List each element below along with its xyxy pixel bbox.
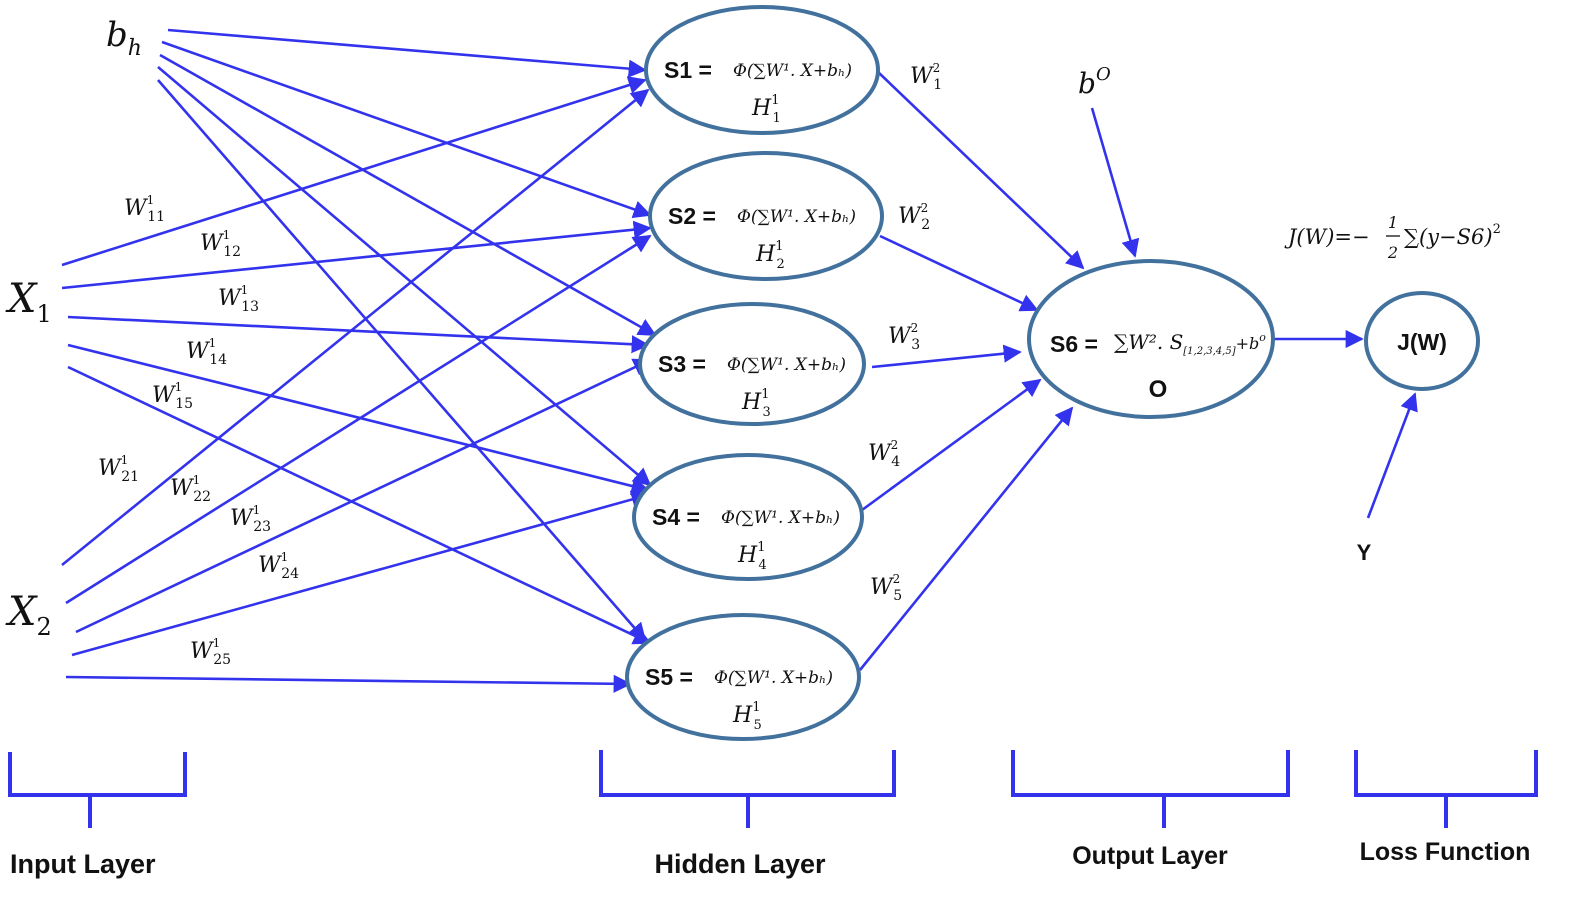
layer-brackets (8, 750, 1538, 828)
edge-x2-s5 (65, 674, 632, 693)
hidden-node-label: S4 = (652, 504, 700, 530)
loss-formula-rhs: ∑(y−S6)2 (1404, 222, 1501, 249)
target-y-label: Y (1357, 540, 1372, 565)
bracket-output (1011, 750, 1290, 828)
edge-x1-s2 (61, 220, 652, 290)
layer-label-output: Output Layer (1072, 842, 1228, 870)
x2-edges (61, 88, 652, 693)
loss-formula-lhs: J(W)=− (1284, 225, 1370, 249)
hidden-node-formula: Φ(∑W¹. X+bₕ) (727, 355, 846, 375)
output-bias-label: bO (1078, 64, 1111, 100)
edge-bh-s2 (161, 40, 652, 219)
input-x2-label: X2 (5, 589, 52, 641)
edge-s4-s6 (861, 378, 1042, 512)
output-node-formula: ∑W². S[1,2,3,4,5]+bo (1114, 330, 1266, 357)
loss-formula: J(W)=− 1 2 ∑(y−S6)2 (1284, 213, 1501, 262)
hidden-node-label: S1 = (664, 57, 712, 83)
edge-y-j (1366, 392, 1418, 519)
hidden-output-edges (858, 71, 1085, 671)
bracket-loss (1354, 750, 1538, 828)
hidden-node-formula: Φ(∑W¹. X+bₕ) (714, 668, 833, 688)
loss-formula-denominator: 2 (1387, 243, 1398, 262)
output-node-unit: O (1149, 376, 1168, 403)
bracket-input (8, 752, 187, 828)
output-node-label: S6 = (1050, 331, 1098, 357)
edge-s2-s6 (879, 234, 1039, 312)
layer-label-hidden: Hidden Layer (654, 849, 826, 879)
hidden-node-formula: Φ(∑W¹. X+bₕ) (721, 508, 840, 528)
edge-bh-s4 (157, 66, 652, 487)
edge-x2-s3 (75, 358, 652, 634)
layer-label-loss: Loss Function (1360, 838, 1531, 866)
edge-bh-s5 (157, 79, 647, 642)
edge-x1-s4 (67, 343, 650, 495)
hidden-node-formula: Φ(∑W¹. X+bₕ) (733, 61, 852, 81)
hidden-node-formula: Φ(∑W¹. X+bₕ) (737, 207, 856, 227)
edge-bo-s6 (1090, 107, 1140, 258)
bracket-hidden (599, 750, 896, 828)
bias-edges (157, 28, 657, 642)
layer-label-input: Input Layer (10, 849, 156, 879)
edge-x2-s1 (61, 88, 650, 567)
edge-x1-s3 (67, 315, 650, 354)
loss-node: J(W) (1364, 291, 1480, 391)
edge-s1-s6 (877, 71, 1085, 270)
edge-x2-s4 (71, 490, 650, 657)
hidden-node-label: S5 = (645, 664, 693, 690)
edge-bh-s3 (159, 53, 657, 337)
edge-bh-s1 (167, 28, 647, 78)
edge-x2-s2 (65, 234, 652, 605)
loss-node-label: J(W) (1397, 329, 1447, 355)
edge-x1-s1 (61, 76, 647, 267)
output-node-s6: S6 = ∑W². S[1,2,3,4,5]+bo O (1027, 259, 1275, 419)
bias-hidden-label: bh (106, 15, 142, 61)
hidden-node-label: S2 = (668, 203, 716, 229)
edge-s3-s6 (871, 344, 1022, 369)
hidden-node-label: S3 = (658, 351, 706, 377)
loss-formula-numerator: 1 (1388, 213, 1398, 232)
edge-x1-s5 (67, 365, 652, 645)
edge-s5-s6 (858, 406, 1074, 671)
x1-edges (61, 76, 652, 645)
input-x1-label: X1 (5, 276, 52, 328)
